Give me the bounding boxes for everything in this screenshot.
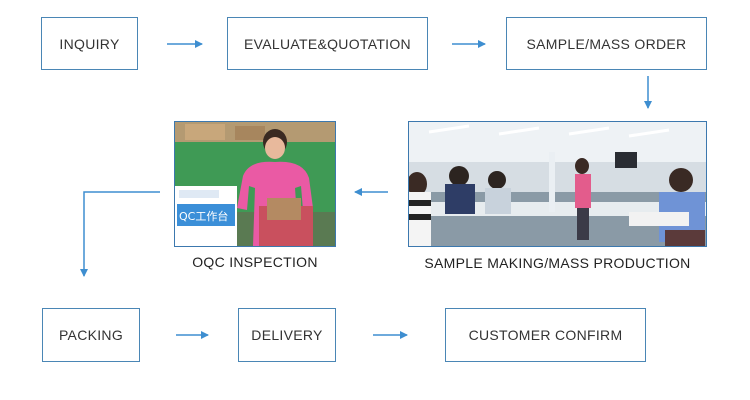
step-customer-confirm: CUSTOMER CONFIRM	[445, 308, 646, 362]
step-evaluate-quotation: EVALUATE&QUOTATION	[227, 17, 428, 70]
step-inquiry: INQUIRY	[41, 17, 138, 70]
step-delivery-label: DELIVERY	[251, 327, 323, 343]
oqc-inspection-photo: QC工作台	[174, 121, 336, 247]
step-confirm-label: CUSTOMER CONFIRM	[468, 327, 623, 343]
production-photo	[408, 121, 707, 247]
production-caption: SAMPLE MAKING/MASS PRODUCTION	[424, 255, 691, 271]
production-floor-image	[409, 122, 706, 246]
step-sample-order-label: SAMPLE/MASS ORDER	[526, 35, 687, 52]
step-packing-label: PACKING	[58, 327, 124, 343]
step-evaluate-label: EVALUATE&QUOTATION	[244, 35, 411, 52]
step-delivery: DELIVERY	[238, 308, 336, 362]
oqc-inspection-caption: OQC INSPECTION	[192, 254, 318, 270]
arrow-oqc-to-packing	[80, 191, 160, 277]
oqc-inspection-image: QC工作台	[175, 122, 335, 246]
step-inquiry-label: INQUIRY	[59, 35, 120, 52]
step-packing: PACKING	[42, 308, 140, 362]
step-sample-mass-order: SAMPLE/MASS ORDER	[506, 17, 707, 70]
oqc-station-sign: QC工作台	[179, 209, 228, 223]
